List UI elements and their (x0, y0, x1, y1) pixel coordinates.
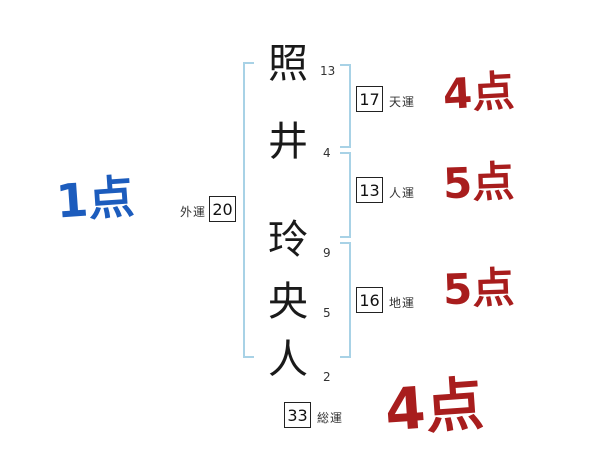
stroke-count-5: 2 (323, 370, 331, 384)
gai-un-label: 外運 (180, 205, 207, 219)
stroke-count-2: 4 (323, 146, 331, 160)
gai-un-value-box: 20 (209, 196, 236, 222)
score-sou-un: 4点 (382, 369, 486, 445)
chi-un-label: 地運 (389, 296, 416, 310)
ten-un-value: 17 (359, 89, 380, 109)
gai-un-value: 20 (212, 199, 233, 219)
sou-un-value: 33 (287, 405, 308, 425)
score-gai-un: 1点 (54, 169, 136, 229)
name-char-4: 央 (268, 279, 308, 325)
score-jin-un: 5点 (442, 156, 516, 209)
stroke-count-3: 9 (323, 246, 331, 260)
jin-un-bracket (340, 152, 351, 238)
jin-un-label: 人運 (389, 186, 416, 200)
ten-un-bracket (340, 64, 351, 148)
jin-un-value-box: 13 (356, 177, 383, 203)
sou-un-label: 総運 (317, 411, 344, 425)
name-char-1: 照 (268, 41, 308, 87)
chi-un-bracket (340, 242, 351, 358)
score-ten-un: 4点 (441, 66, 516, 119)
ten-un-label: 天運 (389, 95, 416, 109)
chi-un-value-box: 16 (356, 287, 383, 313)
stroke-count-4: 5 (323, 306, 331, 320)
name-char-3: 玲 (268, 217, 308, 263)
jin-un-value: 13 (359, 180, 380, 200)
name-char-2: 井 (268, 119, 308, 165)
stroke-count-1: 13 (320, 64, 336, 78)
name-char-5: 人 (268, 337, 308, 383)
left-name-bracket (243, 62, 254, 358)
score-chi-un: 5点 (442, 262, 516, 315)
sou-un-value-box: 33 (284, 402, 311, 428)
ten-un-value-box: 17 (356, 86, 383, 112)
chi-un-value: 16 (359, 290, 380, 310)
